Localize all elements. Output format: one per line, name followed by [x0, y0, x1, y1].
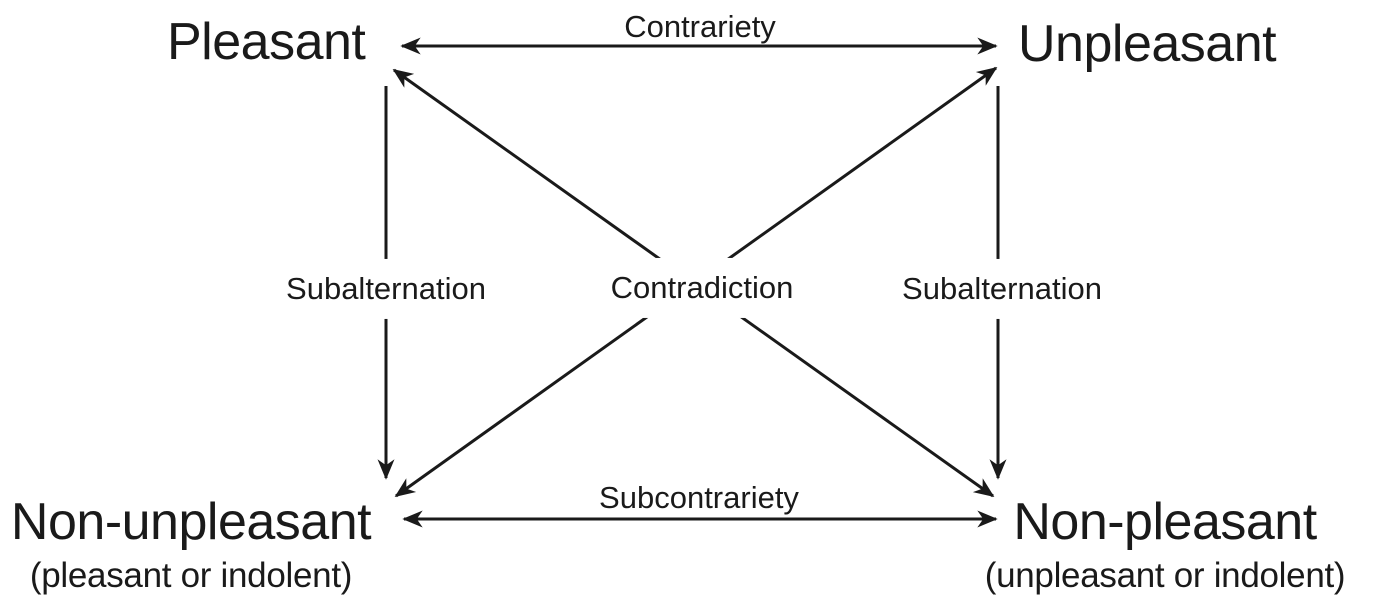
relation-subalternation-left-label: Subalternation	[276, 258, 496, 320]
relation-subcontrariety-label: Subcontrariety	[599, 480, 799, 515]
node-non-unpleasant-label: Non-unpleasant	[10, 493, 372, 551]
node-non-pleasant-sublabel: (unpleasant or indolent)	[984, 556, 1346, 596]
relation-contrariety-label: Contrariety	[624, 9, 776, 44]
node-non-pleasant: Non-pleasant (unpleasant or indolent)	[958, 494, 1372, 596]
relation-contradiction-label: Contradiction	[600, 257, 804, 319]
node-non-pleasant-label: Non-pleasant	[1013, 493, 1317, 551]
node-non-unpleasant-sublabel: (pleasant or indolent)	[29, 556, 353, 596]
node-pleasant: Pleasant	[167, 13, 366, 71]
relation-subalternation-right-label: Subalternation	[892, 258, 1112, 320]
node-non-unpleasant: Non-unpleasant (pleasant or indolent)	[0, 494, 382, 596]
node-unpleasant: Unpleasant	[1018, 15, 1277, 73]
